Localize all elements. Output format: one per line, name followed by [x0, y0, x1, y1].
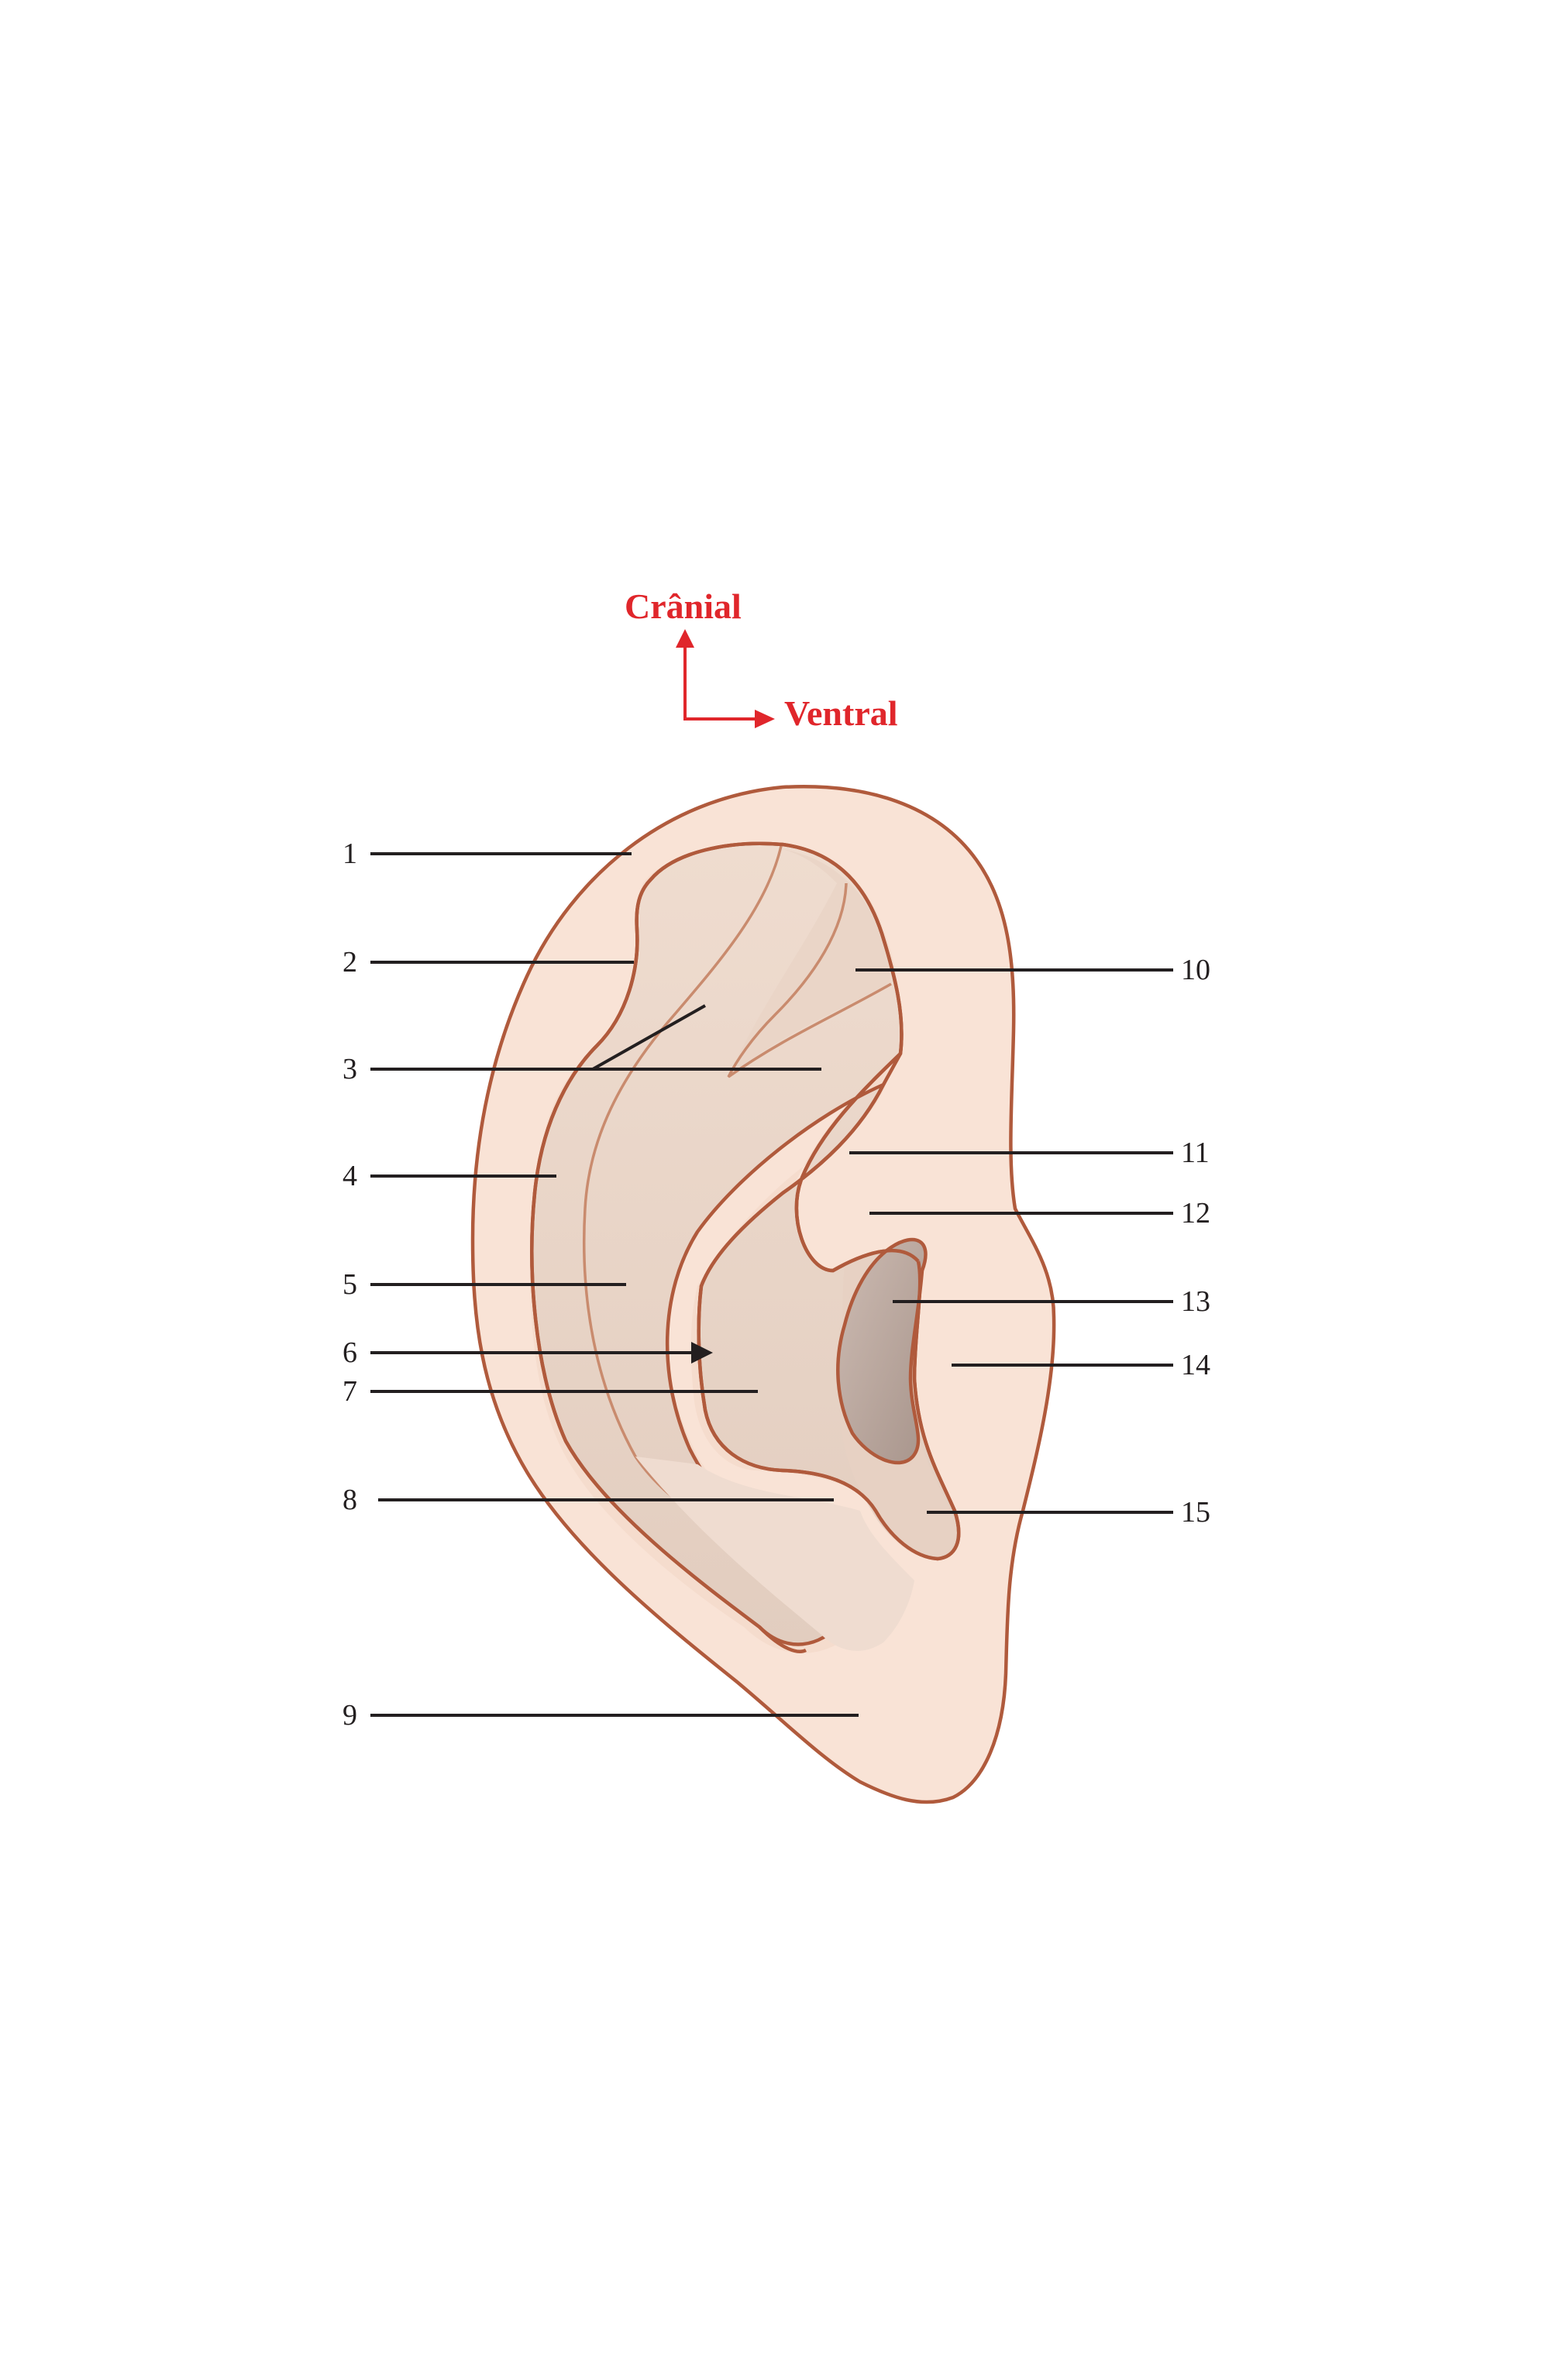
helix-inner-outline — [649, 841, 904, 1054]
label-14: 14 — [1181, 1349, 1210, 1381]
tragus-outline — [697, 1052, 961, 1561]
cranial-arrowhead — [676, 629, 694, 648]
label-5: 5 — [343, 1268, 357, 1301]
label-13: 13 — [1181, 1285, 1210, 1318]
scapha-outline — [530, 878, 807, 1653]
label-9: 9 — [343, 1699, 357, 1732]
label-11: 11 — [1181, 1137, 1210, 1169]
number-labels: 1 2 3 4 5 6 7 8 9 10 11 12 13 14 15 — [343, 837, 1210, 1732]
ear-canal — [836, 1237, 928, 1465]
label-4: 4 — [343, 1160, 357, 1192]
orientation-indicator: Crânial Ventral — [625, 586, 898, 733]
label-1: 1 — [343, 837, 357, 870]
label-10: 10 — [1181, 954, 1210, 986]
label-3: 3 — [343, 1053, 357, 1085]
label-2: 2 — [343, 946, 357, 978]
ear-illustration — [470, 785, 1056, 1804]
leader-arrowhead-6 — [691, 1342, 713, 1364]
leader-line-3-branch — [592, 1004, 706, 1071]
ventral-arrowhead — [755, 710, 775, 728]
label-7: 7 — [343, 1375, 357, 1408]
label-8: 8 — [343, 1484, 357, 1516]
label-6: 6 — [343, 1336, 357, 1369]
crus-line-lower — [727, 882, 892, 1078]
label-12: 12 — [1181, 1197, 1210, 1230]
lobule-shadow — [635, 1457, 914, 1651]
label-15: 15 — [1181, 1496, 1210, 1529]
leader-lines — [370, 852, 1173, 1717]
antihelix-outline — [794, 1052, 920, 1273]
cranial-label: Crânial — [625, 586, 742, 626]
ventral-label: Ventral — [784, 693, 898, 733]
